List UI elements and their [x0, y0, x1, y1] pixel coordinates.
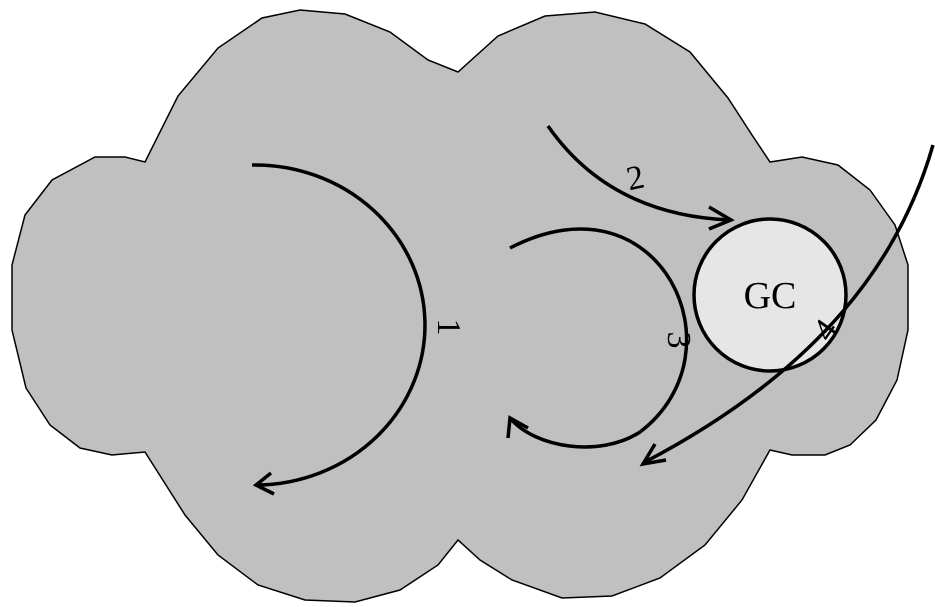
arrow-1-label: 1 [430, 319, 467, 336]
gc-label: GC [744, 275, 797, 317]
arrow-3-label: 3 [660, 332, 697, 349]
